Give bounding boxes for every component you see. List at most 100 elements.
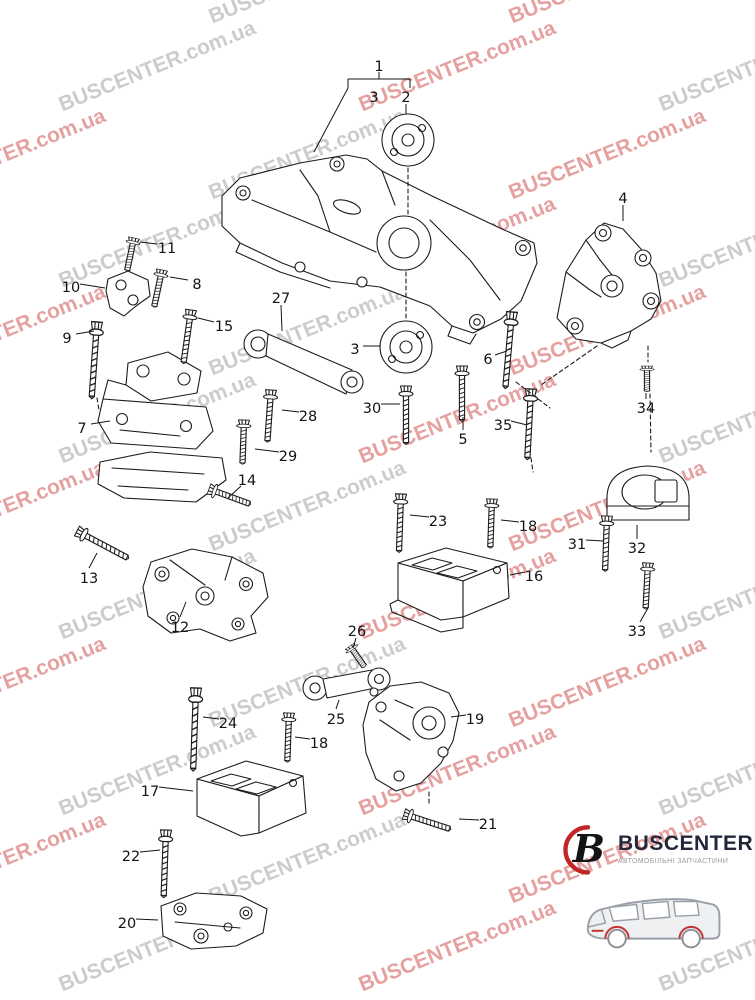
callout-number-25: 25: [327, 712, 345, 728]
callout-number-22: 22: [122, 849, 140, 865]
callout-leader-line: [409, 514, 430, 518]
callout-number-7: 7: [77, 421, 86, 437]
callout-leader-line: [88, 552, 98, 569]
bolt-30-icon: [398, 385, 414, 445]
brand-name: BUSCENTER: [618, 831, 754, 855]
callout-number-28: 28: [299, 409, 317, 425]
logo-letter: B: [572, 826, 605, 871]
callout-leader-line: [75, 330, 95, 335]
callout-number-27: 27: [272, 291, 290, 307]
callout-number-6: 6: [483, 352, 492, 368]
callout-leader-line: [458, 818, 480, 821]
part-rubber-mount-lower: [379, 320, 433, 374]
assembly-centerlines: [96, 167, 652, 807]
callout-leader-line: [169, 276, 189, 281]
bolt-34-icon: [639, 365, 655, 393]
callout-leader-line: [281, 409, 300, 413]
callout-number-24: 24: [219, 716, 237, 732]
part-gearbox-bracket: [142, 548, 269, 642]
bolt-5-icon: [454, 365, 470, 422]
callout-leader-line: [202, 716, 220, 720]
bolt-22-icon: [156, 829, 174, 899]
part-subframe-crossmember: [221, 154, 538, 345]
callout-number-18: 18: [519, 519, 537, 535]
callout-number-34: 34: [637, 401, 655, 417]
callout-number-33: 33: [628, 624, 646, 640]
part-rubber-mount-top: [381, 113, 435, 167]
bolt-21-icon: [401, 806, 454, 837]
callout-number-14: 14: [238, 473, 256, 489]
bolt-33-icon: [638, 562, 656, 610]
callout-number-23: 23: [429, 514, 447, 530]
bolt-18-upper-icon: [482, 498, 500, 549]
bolt-9-icon: [83, 320, 105, 400]
brand-area: B BUSCENTER АВТОМОБІЛЬНІ ЗАПЧАСТИНИ: [562, 820, 754, 957]
callout-leader-line: [585, 539, 604, 542]
callout-number-16: 16: [525, 569, 543, 585]
callout-number-18: 18: [310, 736, 328, 752]
callout-number-21: 21: [479, 817, 497, 833]
callout-number-3: 3: [350, 342, 359, 358]
callout-number-35: 35: [494, 418, 512, 434]
callout-leader-line: [135, 918, 159, 921]
bolt-31-icon: [597, 515, 615, 573]
callout-leader-line: [313, 87, 349, 153]
callout-leader-line: [639, 607, 649, 623]
callout-number-8: 8: [192, 277, 201, 293]
callout-number-12: 12: [171, 620, 189, 636]
callout-number-29: 29: [279, 449, 297, 465]
part-engine-bracket-right: [556, 222, 662, 349]
callout-leader-line: [79, 283, 106, 289]
callout-number-32: 32: [628, 541, 646, 557]
callout-leader-line: [280, 304, 283, 332]
callout-leader-line: [352, 637, 357, 649]
buscenter-logo-icon: B: [563, 825, 605, 875]
callout-number-4: 4: [618, 191, 627, 207]
brand-row: B BUSCENTER АВТОМОБІЛЬНІ ЗАПЧАСТИНИ: [562, 820, 754, 878]
callout-leader-line: [510, 420, 528, 426]
brand-tagline: АВТОМОБІЛЬНІ ЗАПЧАСТИНИ: [618, 858, 729, 866]
bolt-23-icon: [391, 493, 409, 554]
callout-number-19: 19: [466, 712, 484, 728]
bolt-26-icon: [343, 641, 372, 672]
part-small-bracket: [105, 270, 151, 317]
part-gearbox-mount: [389, 547, 510, 633]
callout-leader-line: [294, 736, 311, 740]
callout-leader-line: [139, 849, 161, 853]
bolt-18-lower-icon: [279, 712, 297, 763]
bolt-15-icon: [175, 308, 199, 366]
callout-number-5: 5: [458, 432, 467, 448]
part-engine-mount-left: [97, 351, 214, 450]
brand-text: BUSCENTER АВТОМОБІЛЬНІ ЗАПЧАСТИНИ: [618, 831, 754, 866]
callout-leader-line: [500, 519, 520, 523]
bolt-24-icon: [185, 687, 204, 772]
callout-number-13: 13: [80, 571, 98, 587]
callout-leader-line: [450, 714, 467, 718]
callout-leader-line: [335, 699, 340, 710]
callout-number-1: 1: [374, 59, 383, 75]
callout-number-15: 15: [215, 319, 233, 335]
callout-number-30: 30: [363, 401, 381, 417]
bolt-29-icon: [234, 419, 252, 466]
callout-number-20: 20: [118, 916, 136, 932]
callout-number-26: 26: [348, 624, 366, 640]
callout-number-3: 3: [369, 90, 378, 106]
bolt-6-icon: [497, 310, 520, 390]
bolt-11-icon: [119, 236, 142, 274]
part-clamp-bracket: [606, 465, 690, 521]
van-illustration-icon: [586, 898, 721, 949]
callout-number-10: 10: [62, 280, 80, 296]
callout-leader-line: [158, 786, 194, 792]
callout-leader-line: [179, 601, 187, 618]
bolt-13-icon: [73, 524, 133, 566]
part-pendulum-support: [243, 329, 364, 395]
callout-leader-line: [227, 485, 242, 499]
callout-number-11: 11: [158, 241, 176, 257]
callout-leader-line: [197, 317, 215, 323]
callout-leader-line: [509, 571, 526, 576]
part-bottom-bracket: [160, 892, 268, 950]
part-link: [302, 667, 391, 701]
bolt-28-icon: [259, 388, 279, 444]
